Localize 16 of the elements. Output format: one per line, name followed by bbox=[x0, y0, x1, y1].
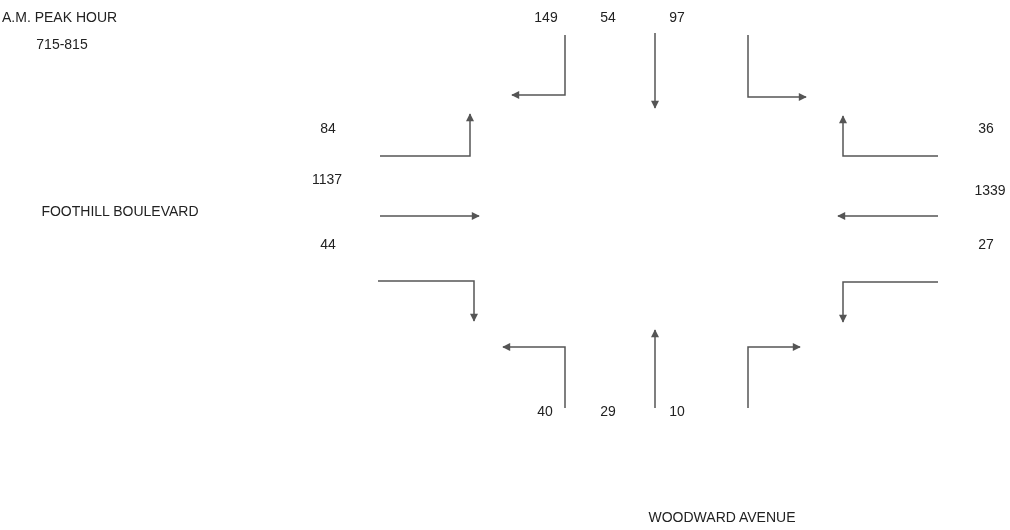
volume-number: 29 bbox=[600, 404, 616, 420]
volume-number: 84 bbox=[320, 121, 336, 137]
volume-number: 1339 bbox=[974, 183, 1006, 199]
volume-number: 44 bbox=[320, 237, 336, 253]
volume-number: 54 bbox=[600, 10, 616, 26]
title: A.M. PEAK HOUR bbox=[2, 10, 118, 26]
volume-number: 149 bbox=[534, 10, 558, 26]
time-period: 715-815 bbox=[36, 37, 88, 53]
volume-number: 40 bbox=[537, 404, 553, 420]
volume-number: 36 bbox=[978, 121, 994, 137]
volume-number: 97 bbox=[669, 10, 685, 26]
street-name: WOODWARD AVENUE bbox=[648, 510, 796, 526]
volume-number: 1137 bbox=[311, 172, 343, 188]
volume-number: 10 bbox=[669, 404, 685, 420]
street-name: FOOTHILL BOULEVARD bbox=[41, 204, 199, 220]
volume-number: 27 bbox=[978, 237, 994, 253]
